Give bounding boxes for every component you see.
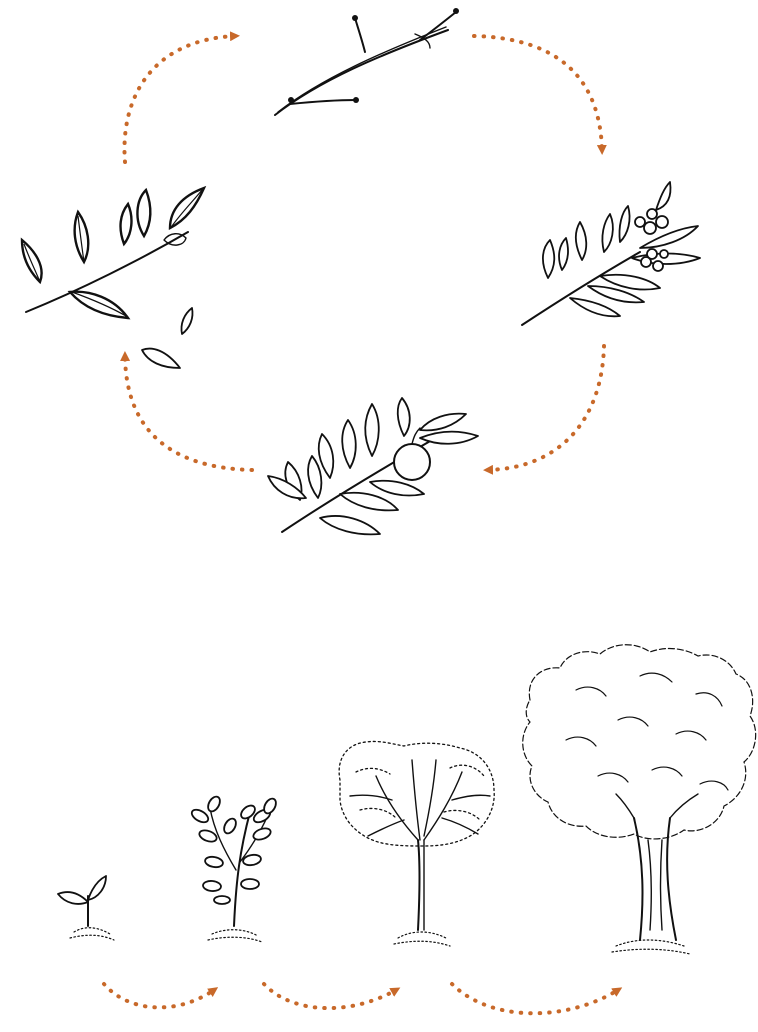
growth-arrows bbox=[104, 984, 618, 1013]
bare-twig-illustration bbox=[275, 8, 459, 115]
growth-arrow-3 bbox=[452, 984, 618, 1013]
cycle-arrow-left bbox=[125, 356, 252, 470]
growth-arrow-2 bbox=[264, 984, 396, 1008]
mature-tree-illustration bbox=[523, 645, 756, 954]
flowering-branch-illustration bbox=[522, 182, 700, 325]
fruiting-branch-illustration bbox=[268, 398, 478, 534]
cycle-arrow-right bbox=[474, 36, 602, 150]
sapling-illustration bbox=[190, 795, 279, 942]
growth-arrow-1 bbox=[104, 984, 214, 1007]
seedling-illustration bbox=[58, 876, 114, 940]
cycle-arrows bbox=[124, 36, 604, 470]
cycle-arrow-top bbox=[124, 36, 235, 162]
cycle-arrow-bottom bbox=[488, 346, 604, 470]
fruit-icon bbox=[394, 444, 430, 480]
young-tree-illustration bbox=[339, 741, 494, 946]
autumn-branch-illustration bbox=[22, 188, 204, 368]
